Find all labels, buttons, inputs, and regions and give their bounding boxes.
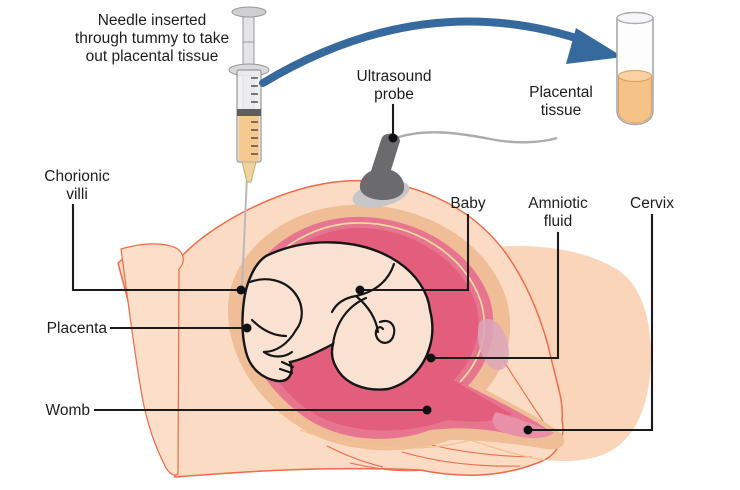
ultrasound-probe — [352, 131, 558, 208]
syringe-fluid — [238, 116, 260, 161]
transfer-arrow-icon — [259, 17, 623, 87]
syringe — [228, 6, 270, 183]
syringe-thumb-rest — [231, 6, 267, 18]
label-chorionic-villi-line1: Chorionic — [44, 168, 110, 185]
label-chorionic-villi-line2: villi — [66, 186, 88, 203]
probe-handle — [359, 133, 405, 200]
dot-cervix — [523, 425, 533, 435]
needle-note-line2: through tummy to take — [75, 30, 229, 47]
fetus-ear-icon — [374, 319, 396, 344]
arrow-shaft — [259, 17, 592, 87]
syringe-plunger-seal — [237, 109, 261, 116]
label-placenta: Placenta — [47, 320, 108, 337]
leader-chorionic-villi — [71, 204, 238, 292]
tube-fluid — [618, 75, 652, 124]
label-cervix: Cervix — [630, 195, 674, 212]
labels: Needle inserted through tummy to take ou… — [44, 12, 674, 419]
syringe-scale-ticks — [251, 77, 258, 155]
label-ultrasound-probe-line1: Ultrasound — [357, 68, 432, 85]
label-placental-tissue-line1: Placental — [529, 84, 593, 101]
tube-fluid-surface — [618, 70, 652, 82]
cervical-canal — [492, 412, 554, 439]
dot-baby — [355, 285, 365, 295]
needle-note-line1: Needle inserted — [98, 12, 207, 29]
label-womb: Womb — [45, 402, 90, 419]
fetus-detail-lines — [248, 262, 396, 375]
label-ultrasound-probe-line2: probe — [374, 86, 414, 103]
leader-amniotic-fluid — [435, 232, 560, 360]
body-skin-fold — [120, 243, 184, 476]
needle-note-line3: out placental tissue — [86, 48, 219, 65]
syringe-needle-hub — [241, 161, 257, 183]
label-placental-tissue-line2: tissue — [541, 102, 582, 119]
dot-amniotic-fluid — [426, 353, 436, 363]
fetus — [241, 241, 434, 391]
needle-shaft — [241, 175, 248, 289]
dot-ultrasound-probe — [388, 133, 398, 143]
test-tube — [616, 11, 654, 126]
dot-womb — [422, 405, 432, 415]
dot-placenta — [242, 323, 252, 333]
tube-rim — [616, 11, 654, 25]
label-amniotic-fluid-line1: Amniotic — [528, 195, 588, 212]
label-baby: Baby — [450, 195, 486, 212]
leader-baby — [364, 214, 470, 292]
leader-lines — [71, 104, 654, 435]
leader-cervix — [532, 214, 654, 432]
probe-cable — [395, 131, 558, 144]
dot-chorionic-villi — [236, 285, 246, 295]
label-amniotic-fluid-line2: fluid — [544, 213, 572, 230]
arrow-head — [566, 28, 623, 64]
membrane-fold-line — [299, 429, 546, 461]
